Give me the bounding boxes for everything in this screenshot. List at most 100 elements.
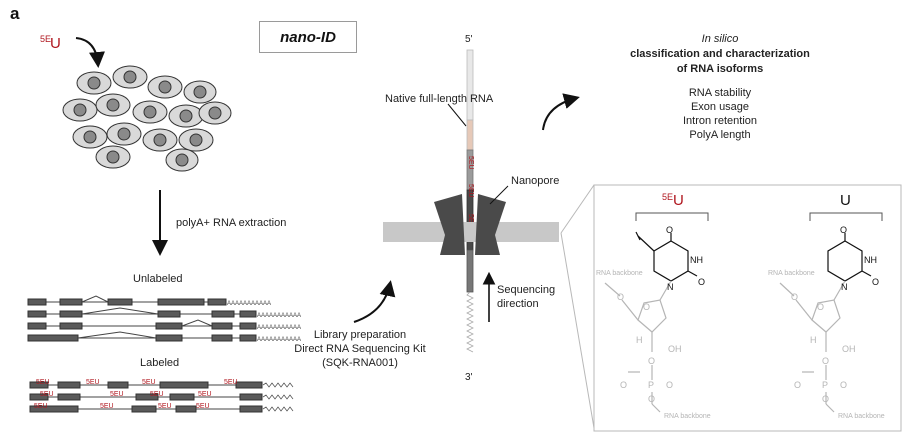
cell — [142, 128, 178, 152]
5eu-mark: 5EU — [36, 379, 50, 386]
analysis-item: RNA stability — [688, 87, 752, 99]
native-rna-pointer — [447, 103, 467, 127]
zoom-lines — [560, 184, 595, 429]
cell — [165, 148, 199, 172]
structure-5eu-labels: O NH O N O O H OH O P O O O RNA backbone… — [596, 225, 711, 420]
structure-u-labels: O NH O N O O H OH O P O O O RNA backbone… — [768, 225, 885, 420]
5eu-mark: 5EU — [198, 391, 212, 398]
chem-5eu-sup: 5E — [662, 192, 674, 202]
strand-5eu-mark: 5EU — [467, 184, 474, 198]
cell — [72, 125, 108, 149]
labeled-transcripts — [29, 381, 263, 413]
polya-tail: AAAAAAAAAAA — [227, 301, 271, 307]
chem-5eu-letter: U — [673, 192, 684, 209]
unlabeled-label: Unlabeled — [133, 273, 183, 285]
atom-o: O — [817, 302, 824, 312]
backbone-label: RNA backbone — [664, 413, 711, 420]
fiveeu-superscript: 5E — [40, 34, 51, 44]
5eu-mark: 5EU — [86, 379, 100, 386]
polya-tail: AAAAAAAAAAA — [257, 313, 301, 319]
strand-5eu-marks: 5EU 5EU 5EU — [467, 156, 474, 228]
five-prime-label: 5' — [465, 34, 473, 45]
backbone-label: RNA backbone — [596, 270, 643, 277]
bracket-5eu — [635, 212, 709, 221]
membrane — [383, 222, 559, 242]
atom-o: O — [643, 302, 650, 312]
title-box: nano-ID — [259, 21, 357, 53]
insilico-line: In silico — [701, 33, 739, 45]
library-prep-line: Library preparation — [313, 329, 407, 341]
strand-5eu-mark: 5EU — [467, 156, 474, 170]
labeled-5eu-marks: 5EU 5EU 5EU 5EU 5EU 5EU 5EU 5EU 5EU 5EU … — [34, 379, 238, 410]
structure-u — [779, 233, 872, 413]
atom-o: O — [822, 394, 829, 404]
nanopore-protein — [434, 194, 506, 255]
atom-o: O — [794, 380, 801, 390]
atom-o: O — [872, 277, 879, 287]
polya-tail: AAAAAAAAAAA — [257, 325, 301, 331]
unlabeled-transcripts — [27, 295, 257, 342]
5eu-mark: 5EU — [34, 403, 48, 410]
atom-p: P — [648, 380, 654, 390]
cell — [95, 93, 131, 117]
cell — [183, 80, 217, 104]
cell — [178, 128, 214, 152]
insilico-block: In silico classification and characteriz… — [620, 32, 820, 77]
atom-h: H — [810, 335, 817, 345]
strand-5eu-mark: 5EU — [467, 214, 474, 228]
5eu-mark: 5EU — [40, 391, 54, 398]
rna-strand — [466, 49, 474, 353]
feed-arrow — [75, 37, 105, 68]
atom-o: O — [620, 380, 627, 390]
5eu-mark: 5EU — [150, 391, 164, 398]
chem-u-heading: U — [840, 192, 851, 209]
5eu-mark: 5EU — [100, 403, 114, 410]
insilico-arrow — [542, 93, 580, 131]
three-prime-label: 3' — [465, 372, 473, 383]
cell — [95, 145, 131, 169]
atom-o: O — [617, 292, 624, 302]
cell — [132, 100, 168, 124]
cell — [198, 101, 232, 125]
analysis-item: Intron retention — [683, 115, 757, 127]
sequencing-direction-label: Sequencing direction — [497, 283, 555, 311]
5eu-mark: 5EU — [142, 379, 156, 386]
library-prep-label: Library preparation Direct RNA Sequencin… — [290, 328, 430, 370]
chem-5eu-heading: 5EU — [662, 192, 684, 209]
atom-p: P — [822, 380, 828, 390]
figure-title: nano-ID — [280, 28, 336, 46]
native-rna-label: Native full-length RNA — [385, 93, 494, 105]
atom-nh: NH — [690, 255, 703, 265]
atom-n: N — [667, 282, 674, 292]
analysis-item: Exon usage — [690, 101, 750, 113]
cell — [106, 122, 142, 146]
insilico-line: classification and characterization — [630, 48, 810, 60]
cell — [112, 65, 148, 89]
cell — [147, 75, 183, 99]
atom-o: O — [840, 380, 847, 390]
5eu-mark: 5EU — [110, 391, 124, 398]
atom-h: H — [636, 335, 643, 345]
5eu-mark: 5EU — [196, 403, 210, 410]
atom-nh: NH — [864, 255, 877, 265]
library-arrow — [353, 280, 396, 323]
5eu-mark: 5EU — [224, 379, 238, 386]
sequencing-direction-line: Sequencing — [497, 284, 556, 296]
atom-oh: OH — [842, 344, 856, 354]
labeled-label: Labeled — [140, 357, 180, 369]
insilico-line: of RNA isoforms — [676, 63, 764, 75]
atom-o: O — [822, 356, 829, 366]
extraction-label: polyA+ RNA extraction — [176, 217, 287, 229]
5eu-mark: 5EU — [158, 403, 172, 410]
atom-o: O — [840, 225, 847, 235]
structure-5eu — [604, 231, 698, 413]
atom-o: O — [698, 277, 705, 287]
library-prep-line: (SQK-RNA001) — [322, 357, 398, 369]
atom-o: O — [648, 394, 655, 404]
labeled-polya — [262, 382, 294, 412]
analysis-list: RNA stability Exon usage Intron retentio… — [660, 86, 780, 142]
cell — [168, 104, 204, 128]
atom-n: N — [841, 282, 848, 292]
